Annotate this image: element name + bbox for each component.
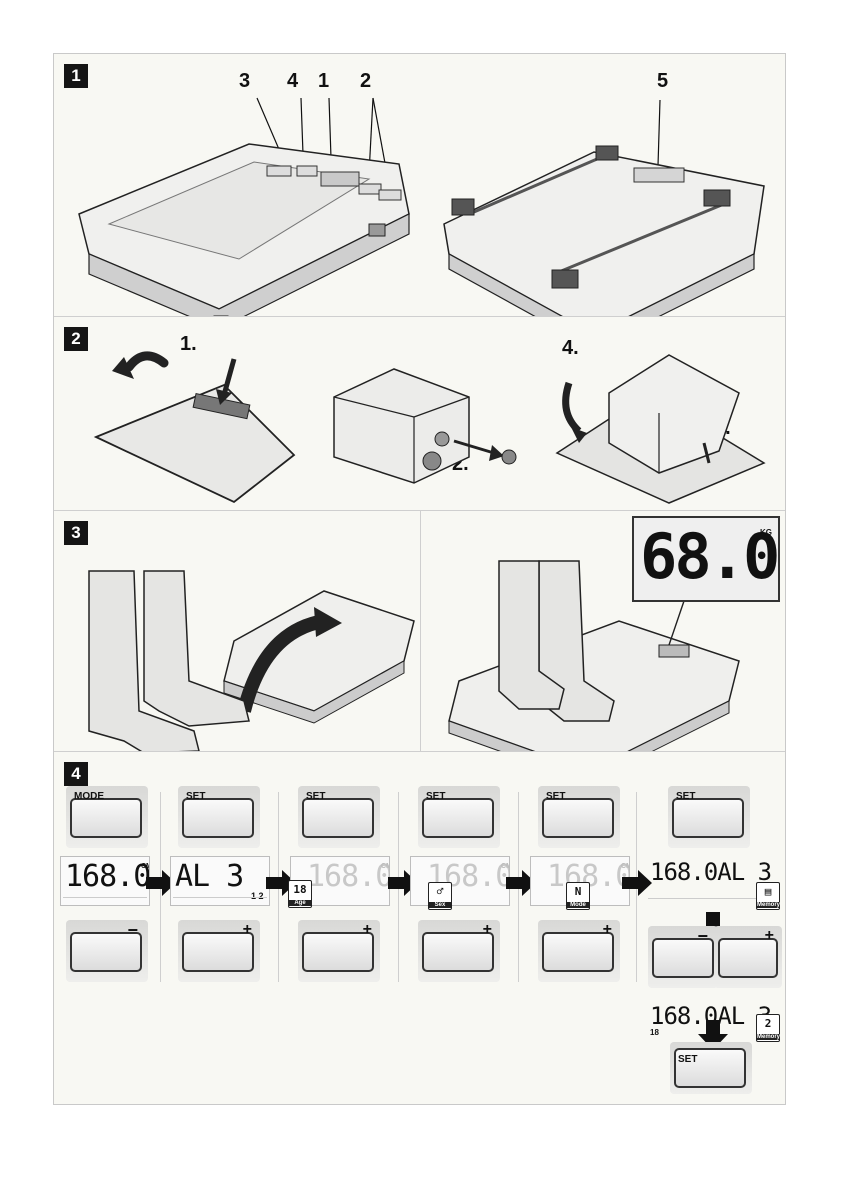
minus-button-label: −: [127, 920, 138, 940]
mode-button-label: MODE: [74, 791, 104, 802]
memory-plus-label: +: [764, 927, 774, 944]
set-button-label-4: SET: [546, 791, 566, 802]
display-age-value: 168.0: [307, 859, 390, 894]
divider-2: [54, 510, 785, 511]
minus-button-illustration: −: [66, 920, 148, 982]
age-tag-label: Age: [289, 900, 311, 906]
section-1-panel: 1 3 4 1 2 5: [54, 54, 785, 350]
weight-unit: KG: [760, 528, 772, 537]
set-button-illustration-1: SET: [178, 786, 260, 848]
plus-button-illustration-1: +: [178, 920, 260, 982]
final-set-button-label: SET: [678, 1054, 698, 1065]
section-3-vertical-divider: [420, 511, 421, 751]
set-button-label-2: SET: [306, 791, 326, 802]
callout-2: 2: [360, 70, 372, 92]
arrow-down-icon: [698, 1020, 728, 1050]
display-memory-confirm-small: 18: [650, 1028, 659, 1037]
display-user-value: AL 3: [175, 859, 244, 894]
age-tag: 18 Age: [288, 880, 312, 908]
divider-3: [54, 751, 785, 752]
plus-button-label-3: +: [482, 921, 492, 938]
set-button-label-3: SET: [426, 791, 446, 802]
callout-1: 1: [318, 70, 330, 92]
section-3-panel: 3 68.0 KG: [54, 511, 785, 784]
display-memory: 168.0AL 3: [646, 856, 780, 906]
sex-tag: ♂ Sex: [428, 882, 452, 910]
section-number-4: 4: [64, 762, 88, 786]
weight-display-closeup: 68.0 KG: [632, 516, 780, 602]
section-number-1: 1: [64, 64, 88, 88]
display-age-unit: CM: [381, 863, 389, 870]
set-button-illustration-5: SET: [668, 786, 750, 848]
battery-compartment-illustration: [555, 354, 766, 504]
memory-minus-button-illustration: −: [648, 926, 718, 988]
arrow-right-icon: [146, 870, 176, 896]
plus-button-label-2: +: [362, 921, 372, 938]
battery-illustration: [333, 368, 517, 484]
display-user-small: 1 2: [251, 891, 264, 901]
display-user: AL 3 1 2: [170, 856, 270, 906]
memory-minus-label: −: [697, 926, 708, 946]
set-button-label-1: SET: [186, 791, 206, 802]
callout-5: 5: [657, 70, 669, 92]
display-memory-value: 168.0AL 3: [650, 858, 772, 886]
weight-value: 68.0: [640, 520, 780, 593]
plus-button-illustration-3: +: [418, 920, 500, 982]
stepping-on-scale-illustration: [88, 570, 415, 754]
battery-cover-illustration: [93, 351, 296, 504]
callout-3: 3: [239, 70, 251, 92]
divider-1: [54, 316, 785, 317]
mode-tag-value: N: [574, 885, 582, 898]
display-sex: 168.0 CM: [410, 856, 510, 906]
display-age: 168.0 CM: [290, 856, 390, 906]
age-tag-value: 18: [293, 883, 307, 896]
memory-slot-tag: 2 Memory: [756, 1014, 780, 1042]
section-number-2: 2: [64, 327, 88, 351]
display-height-value: 168.0: [65, 859, 150, 894]
sex-tag-label: Sex: [429, 902, 451, 908]
section-2-panel: 2 1. 2. 3. 4.: [54, 317, 785, 510]
set-button-illustration-2: SET: [298, 786, 380, 848]
instruction-sheet: 1 3 4 1 2 5: [53, 53, 786, 1105]
memory-tag: ▤ Memory: [756, 882, 780, 910]
section-number-3: 3: [64, 521, 88, 545]
standing-on-scale-illustration: [448, 560, 740, 784]
display-sex-unit: CM: [501, 863, 509, 870]
memory-tag-value: ▤: [764, 885, 772, 898]
mode-tag: N Mode: [566, 882, 590, 910]
step-4-label: 4.: [562, 337, 579, 359]
memory-slot-tag-value: 2: [764, 1017, 772, 1030]
display-height-unit: CM: [141, 863, 149, 870]
display-mode-unit: CM: [621, 863, 629, 870]
arrow-right-icon: [622, 870, 652, 896]
plus-button-label-1: +: [242, 921, 252, 938]
set-button-illustration-3: SET: [418, 786, 500, 848]
mode-tag-label: Mode: [567, 902, 589, 908]
memory-tag-label: Memory: [757, 902, 781, 908]
callout-4: 4: [287, 70, 299, 92]
plus-button-label-4: +: [602, 921, 612, 938]
scale-top-view-illustration: [78, 97, 410, 330]
display-height: 168.0 CM: [60, 856, 150, 906]
mode-button-illustration: MODE: [66, 786, 148, 848]
sex-tag-value: ♂: [436, 885, 444, 898]
set-button-illustration-4: SET: [538, 786, 620, 848]
arrow-right-icon: [506, 870, 536, 896]
memory-slot-tag-label: Memory: [757, 1034, 781, 1040]
step-1-label: 1.: [180, 333, 197, 355]
plus-button-illustration-2: +: [298, 920, 380, 982]
plus-button-illustration-4: +: [538, 920, 620, 982]
final-set-button-illustration: SET: [670, 1042, 752, 1094]
scale-bottom-view-illustration: [443, 99, 765, 350]
section-4-panel: 4 MODE SET SET SET SET SET: [54, 752, 785, 1104]
set-button-label-5: SET: [676, 791, 696, 802]
memory-plus-button-illustration: +: [714, 926, 782, 988]
